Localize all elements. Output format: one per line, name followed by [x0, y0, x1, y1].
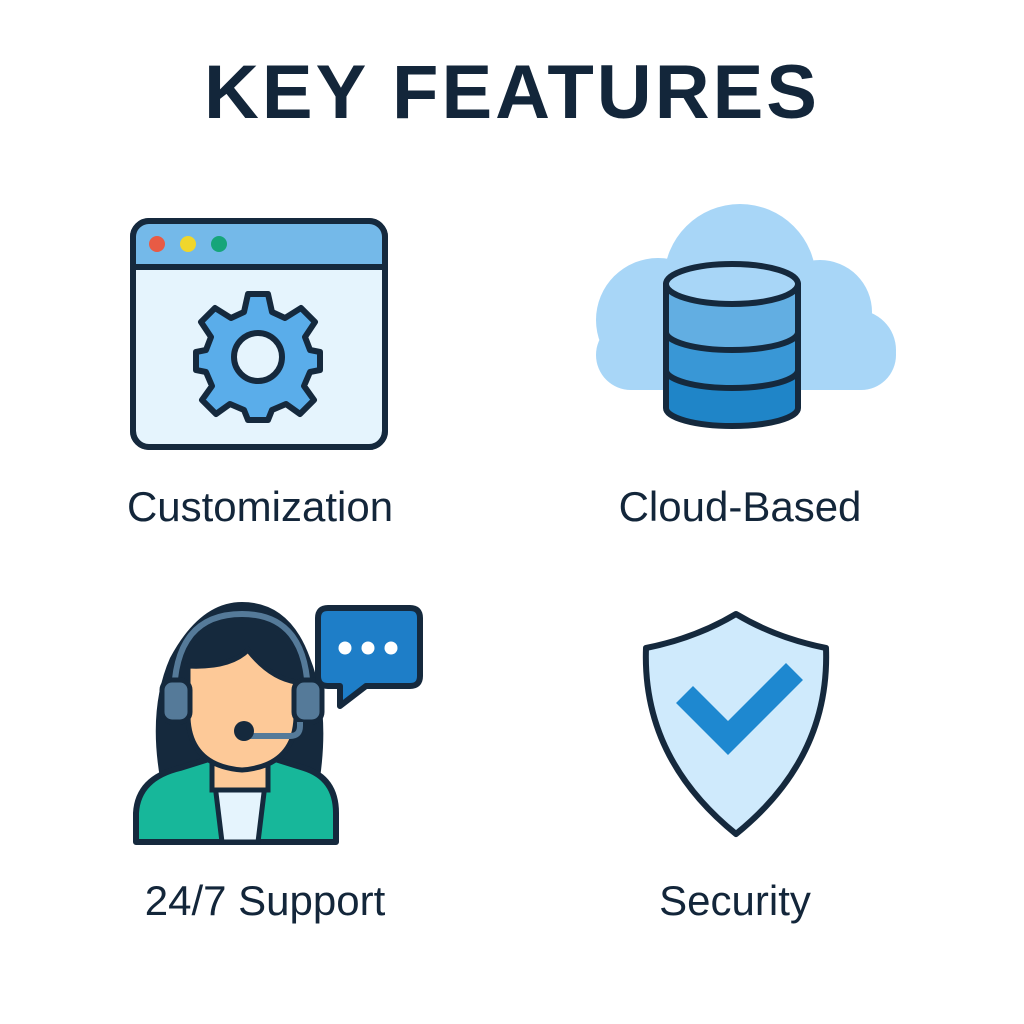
shield-check-icon	[636, 608, 836, 840]
feature-label: 24/7 Support	[144, 877, 386, 924]
support-agent-icon	[130, 598, 425, 850]
feature-label: Customization	[126, 483, 394, 530]
page-title: KEY FEATURES	[204, 50, 820, 135]
feature-label: Security	[659, 877, 811, 924]
gear-window-icon	[130, 218, 388, 450]
cloud-database-icon	[588, 200, 900, 432]
feature-label: Cloud-Based	[618, 483, 862, 530]
